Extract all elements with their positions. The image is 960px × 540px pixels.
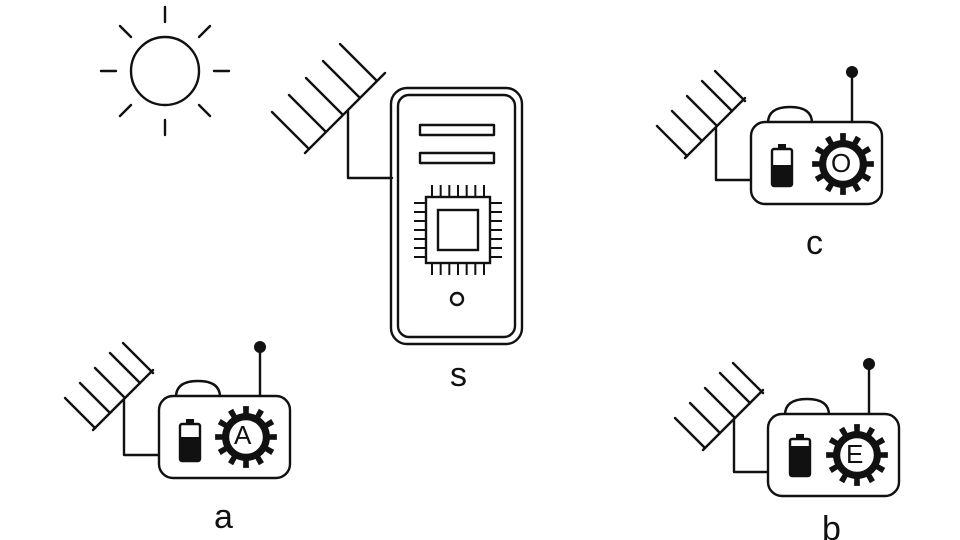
- antenna-icon: [254, 341, 266, 398]
- server-label: s: [450, 356, 467, 394]
- node-c-label: c: [806, 224, 823, 262]
- gear-letter-a: A: [234, 420, 252, 450]
- node-b-label: b: [822, 510, 841, 540]
- gear-letter-b: E: [846, 439, 864, 469]
- antenna-icon: [863, 358, 875, 416]
- gear-hub: [837, 435, 877, 475]
- chip-core: [436, 208, 480, 252]
- sun-icon: [99, 5, 231, 137]
- cpu-chip-icon: [414, 185, 502, 275]
- solar-panel-icon: [655, 69, 754, 182]
- server-icon: [389, 86, 524, 346]
- sensor-node-a: [63, 341, 292, 480]
- sensor-node-c: [655, 66, 884, 206]
- battery-icon: [788, 434, 812, 478]
- sensor-node-b: [673, 358, 901, 498]
- antenna-icon: [846, 66, 858, 124]
- node-a-label: a: [214, 498, 233, 536]
- gear-letter-c: O: [831, 148, 852, 178]
- battery-icon: [770, 144, 794, 188]
- gear-icon: [826, 424, 888, 486]
- gear-icon: [812, 133, 874, 195]
- solar-panel-icon: [270, 42, 394, 180]
- solar-panel-icon: [63, 341, 162, 457]
- gear-hub: [226, 417, 266, 457]
- solar-panel-icon: [673, 361, 772, 474]
- battery-icon: [178, 419, 202, 463]
- gear-hub: [823, 144, 863, 184]
- chip-body: [424, 195, 492, 265]
- gear-icon: [215, 406, 277, 468]
